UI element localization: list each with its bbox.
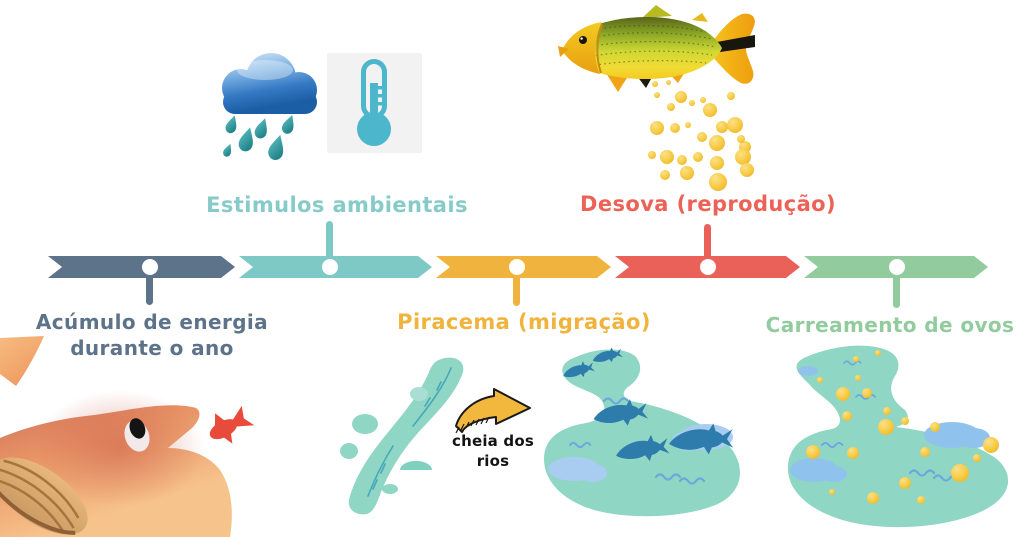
fish-egg bbox=[973, 454, 981, 462]
fish-egg bbox=[920, 447, 930, 457]
timeline-marker-dot bbox=[509, 259, 525, 275]
fish-egg bbox=[853, 356, 859, 362]
timeline-connector bbox=[513, 266, 520, 306]
fish-egg bbox=[862, 388, 872, 398]
fish-egg bbox=[650, 121, 664, 135]
fish-egg bbox=[716, 121, 728, 133]
fish-egg bbox=[901, 417, 909, 425]
stage-label-piracema: Piracema (migração) bbox=[397, 310, 651, 334]
fish-egg bbox=[930, 422, 940, 432]
timeline-segment-acumulo bbox=[48, 256, 235, 278]
timeline-connector bbox=[326, 221, 333, 266]
fish-river-illustration bbox=[544, 345, 741, 517]
fish-body bbox=[562, 17, 722, 79]
timeline-marker-dot bbox=[142, 259, 158, 275]
fish-egg bbox=[680, 166, 694, 180]
fish-egg bbox=[817, 377, 823, 383]
fish-egg bbox=[675, 91, 687, 103]
big-fish-illustration bbox=[0, 336, 232, 537]
timeline-marker-dot bbox=[322, 259, 338, 275]
fish-egg bbox=[899, 477, 911, 489]
golden-fish-icon bbox=[558, 5, 755, 92]
thermometer-icon bbox=[327, 53, 422, 153]
fish-egg bbox=[740, 163, 754, 177]
fish-egg bbox=[677, 155, 687, 165]
fish-egg bbox=[693, 152, 703, 162]
timeline-connector bbox=[704, 224, 711, 266]
fish-egg bbox=[709, 135, 725, 151]
flood-arrow-icon bbox=[455, 388, 531, 434]
fish-egg bbox=[654, 92, 660, 98]
fish-egg bbox=[847, 447, 859, 459]
narrow-river-illustration bbox=[340, 357, 464, 515]
fish-egg bbox=[660, 170, 670, 180]
fish-egg bbox=[951, 464, 969, 482]
fish-egg bbox=[917, 496, 925, 504]
fish-egg bbox=[710, 156, 724, 170]
fish-egg bbox=[652, 81, 658, 87]
fish-egg bbox=[806, 445, 820, 459]
timeline-connector bbox=[146, 266, 153, 305]
fish-egg bbox=[727, 117, 743, 133]
fish-egg bbox=[855, 375, 861, 381]
stage-label-acumulo: Acúmulo de energia durante o ano bbox=[35, 310, 269, 361]
fish-egg bbox=[703, 103, 717, 117]
fish-egg bbox=[983, 437, 999, 453]
fish-egg bbox=[660, 150, 674, 164]
stage-label-estimulos: Estimulos ambientais bbox=[206, 193, 468, 217]
flood-arrow-label: cheia dos rios bbox=[452, 432, 535, 470]
fish-egg bbox=[670, 123, 680, 133]
fish-egg bbox=[829, 489, 835, 495]
fish-egg bbox=[700, 97, 706, 103]
fish-egg bbox=[685, 122, 691, 128]
fish-egg bbox=[727, 92, 735, 100]
fish-egg bbox=[735, 149, 751, 165]
stage-label-desova: Desova (reprodução) bbox=[579, 192, 837, 216]
fish-egg bbox=[667, 103, 675, 111]
pectoral-fin bbox=[0, 457, 88, 535]
fish-egg bbox=[875, 350, 881, 356]
timeline-connector bbox=[893, 266, 900, 308]
fish-egg bbox=[665, 79, 671, 85]
fish-egg bbox=[842, 411, 852, 421]
rain-cloud-icon bbox=[221, 53, 317, 160]
timeline-marker-dot bbox=[700, 259, 716, 275]
fish-egg bbox=[878, 419, 894, 435]
fish-egg bbox=[883, 407, 891, 415]
fish-egg bbox=[836, 387, 850, 401]
fish-egg bbox=[648, 151, 656, 159]
timeline-marker-dot bbox=[889, 259, 905, 275]
fish-head bbox=[562, 22, 602, 74]
fish-egg bbox=[867, 492, 879, 504]
fish-eye bbox=[579, 36, 587, 44]
raindrops bbox=[221, 113, 298, 160]
small-red-fish bbox=[209, 405, 255, 444]
fish-egg bbox=[697, 132, 707, 142]
fish-upper-jaw bbox=[0, 336, 44, 386]
fish-egg bbox=[689, 100, 695, 106]
fish-egg bbox=[709, 173, 727, 191]
fish-egg bbox=[737, 135, 745, 143]
stage-label-carreamento: Carreamento de ovos bbox=[765, 313, 1015, 337]
big-fish-eye bbox=[124, 418, 150, 452]
